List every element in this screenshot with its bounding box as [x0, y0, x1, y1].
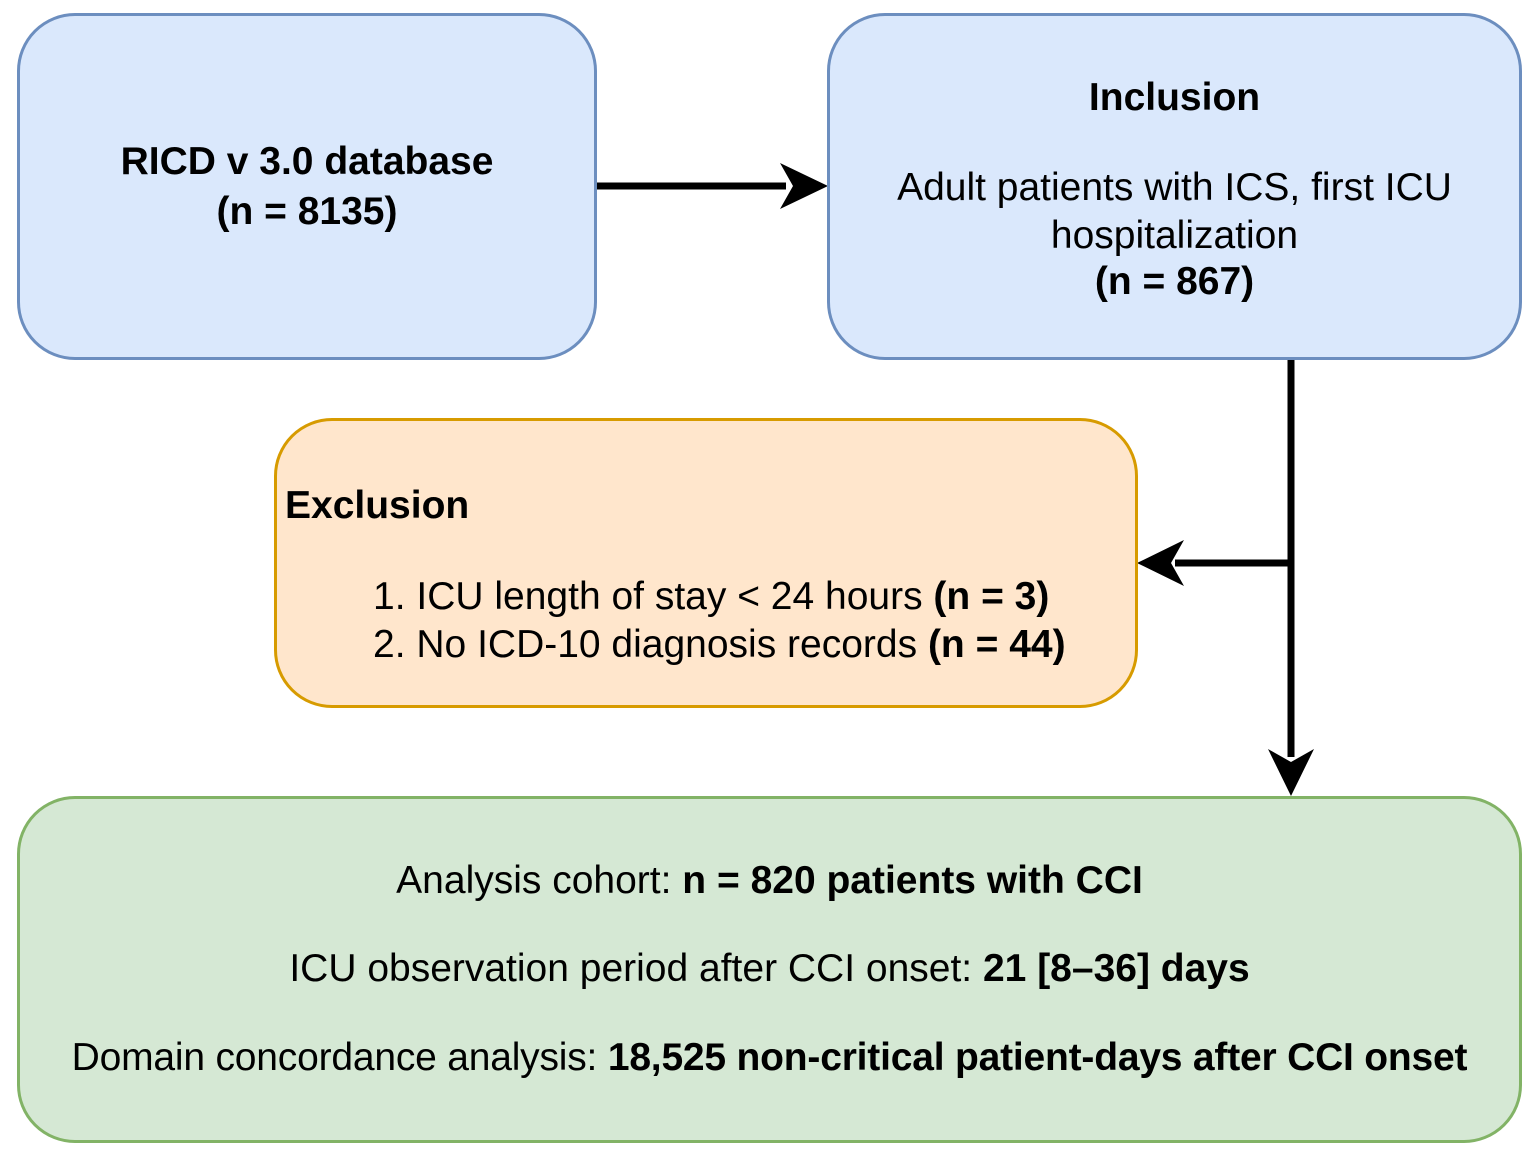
exclusion-item-count: (n = 44) — [927, 623, 1066, 666]
concordance-value: 18,525 non-critical patient-days after C… — [607, 1036, 1468, 1079]
source-count: (n = 8135) — [216, 189, 398, 233]
observation-period-value: 21 [8–36] days — [982, 947, 1250, 990]
observation-period-line: ICU observation period after CCI onset: … — [20, 945, 1519, 993]
exclusion-item: 1. ICU length of stay < 24 hours (n = 3) — [373, 573, 1049, 621]
concordance-line: Domain concordance analysis: 18,525 non-… — [20, 1034, 1519, 1082]
inclusion-criteria-line-1: Adult patients with ICS, first ICU — [897, 166, 1452, 209]
exclusion-item-number: 1. — [373, 575, 406, 618]
analysis-cohort-box: Analysis cohort: n = 820 patients with C… — [17, 796, 1522, 1143]
cohort-label: Analysis cohort: — [396, 859, 683, 902]
inclusion-count: (n = 867) — [1094, 260, 1255, 303]
exclusion-item-count: (n = 3) — [933, 575, 1050, 618]
inclusion-heading: Inclusion — [1088, 76, 1261, 119]
arrow-source-to-inclusion — [597, 163, 828, 209]
exclusion-item-text: ICU length of stay < 24 hours — [416, 575, 923, 618]
cohort-line: Analysis cohort: n = 820 patients with C… — [20, 857, 1519, 905]
source-title: RICD v 3.0 database — [120, 139, 494, 183]
inclusion-criteria-line-2: hospitalization — [1050, 214, 1299, 257]
arrow-to-exclusion — [1137, 540, 1291, 586]
exclusion-box: Exclusion 1. ICU length of stay < 24 hou… — [274, 418, 1138, 708]
exclusion-item-number: 2. — [373, 623, 406, 666]
exclusion-heading: Exclusion — [285, 484, 470, 527]
exclusion-item-text: No ICD-10 diagnosis records — [416, 623, 918, 666]
source-database-box: RICD v 3.0 database (n = 8135) — [17, 13, 597, 360]
concordance-label: Domain concordance analysis: — [71, 1036, 608, 1079]
observation-period-label: ICU observation period after CCI onset: — [289, 947, 983, 990]
exclusion-item: 2. No ICD-10 diagnosis records (n = 44) — [373, 621, 1066, 669]
inclusion-box: Inclusion Adult patients with ICS, first… — [827, 13, 1522, 360]
arrow-inclusion-to-result — [1268, 360, 1314, 796]
cohort-value: n = 820 patients with CCI — [682, 859, 1143, 902]
